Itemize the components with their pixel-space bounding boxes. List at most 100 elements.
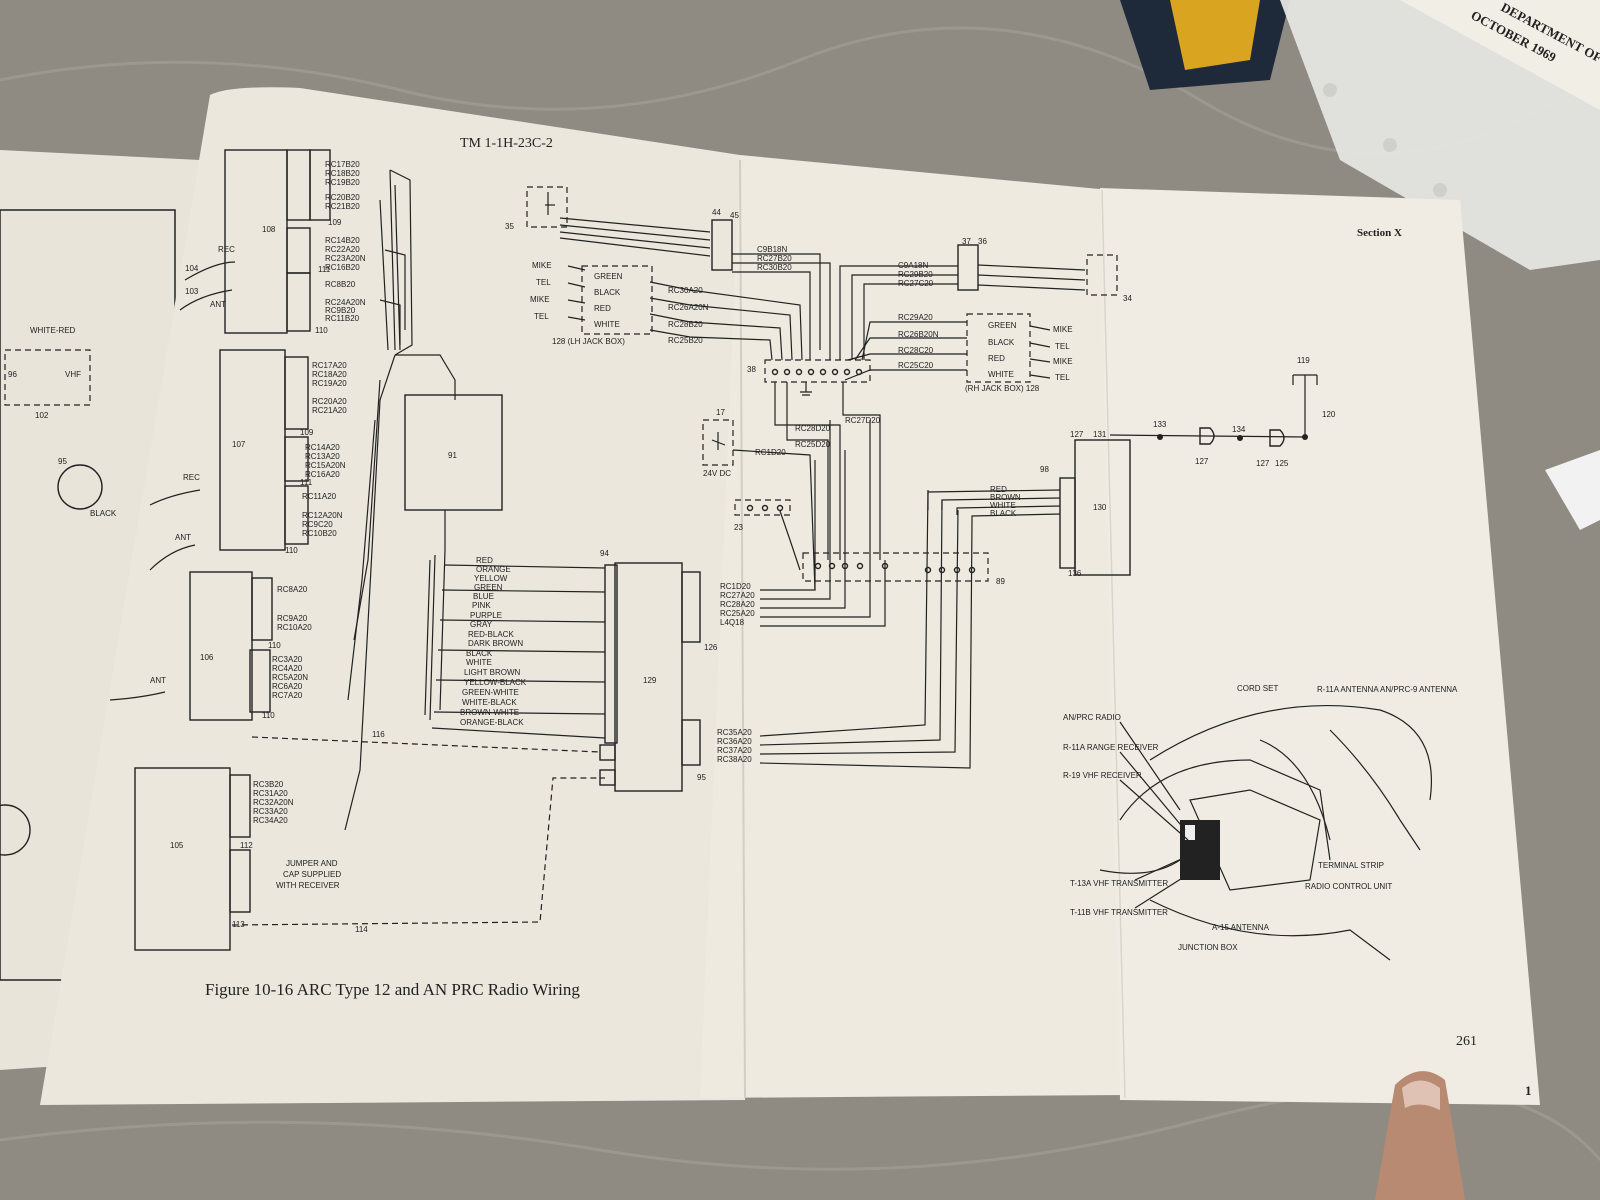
wire-color-11: BLACK	[466, 649, 493, 658]
unit-107-sub3: 110	[285, 546, 298, 555]
power-label: 24V DC	[703, 469, 731, 478]
unit-91: 91	[404, 394, 503, 550]
unit-105-w2: RC31A20	[253, 789, 288, 798]
ref-89: 89	[996, 577, 1005, 586]
unit-108-w3: RC19B20	[325, 178, 360, 187]
ref-34: 34	[1123, 294, 1132, 303]
inset-label-r11a-antenna: R-11A ANTENNA	[1317, 685, 1379, 694]
unit-107-b3: RC9C20	[302, 520, 333, 529]
inset-label-prc9-antenna: AN/PRC-9 ANTENNA	[1380, 685, 1458, 694]
wire-color-7: PURPLE	[470, 611, 502, 620]
unit-106-sub2: 110	[262, 711, 275, 720]
unit-105-sub2: 113	[232, 920, 245, 929]
rh-out-4: TEL	[1055, 373, 1070, 382]
inset-label-r19-receiver: R-19 VHF RECEIVER	[1063, 771, 1142, 780]
left-label-95: 95	[58, 457, 67, 466]
receiver-harness	[344, 169, 456, 831]
left-label-96: 96	[8, 370, 17, 379]
thumb	[1375, 1071, 1465, 1200]
inset-label-t13a: T-13A VHF TRANSMITTER	[1070, 879, 1168, 888]
inset-label-t11b: T-11B VHF TRANSMITTER	[1070, 908, 1168, 917]
unit-106-b4: RC6A20	[272, 682, 303, 691]
c130-color-2: BROWN	[990, 493, 1021, 502]
unit-129-ref: 129	[643, 676, 657, 685]
c130-color-1: RED	[990, 485, 1007, 494]
thumbnail	[1402, 1080, 1440, 1110]
unit-129-conn-left: 94	[600, 549, 609, 558]
ant-label-3: ANT	[150, 676, 166, 685]
rh-color-1: GREEN	[988, 321, 1017, 330]
rh-caption: (RH JACK BOX) 128	[965, 384, 1040, 393]
wire-color-9: RED-BLACK	[468, 630, 514, 639]
unit-105-w1: RC3B20	[253, 780, 284, 789]
wire-color-12: WHITE	[466, 658, 492, 667]
mid-w1: RC28D20	[795, 424, 831, 433]
document-header: TM 1-1H-23C-2	[460, 136, 553, 151]
rh-w2: RC26B20N	[898, 330, 939, 339]
ref-23: 23	[734, 523, 743, 532]
unit-108-b4: RC11B20	[325, 314, 360, 323]
wire-color-10: DARK BROWN	[468, 639, 523, 648]
ref-98: 98	[1040, 465, 1049, 474]
ref-45: 45	[730, 211, 739, 220]
unit-108-m3: RC23A20N	[325, 254, 366, 263]
lh-w3: RC28B20	[668, 320, 703, 329]
inset-label-junction: JUNCTION BOX	[1178, 943, 1238, 952]
ref-134: 134	[1232, 425, 1246, 434]
mid-w2: RC25D20	[795, 440, 831, 449]
inset-label-prc-radio: AN/PRC RADIO	[1063, 713, 1121, 722]
mid-wires: RC28D20 RC25D20 RC27D20	[774, 382, 881, 560]
jumper-note-3: WITH RECEIVER	[276, 881, 340, 890]
unit-91-ref: 91	[448, 451, 457, 460]
wire-color-18: ORANGE-BLACK	[460, 718, 524, 727]
unit-108-sub1: 109	[328, 218, 342, 227]
wire-color-15: GREEN-WHITE	[462, 688, 519, 697]
ref-38: 38	[747, 365, 756, 374]
unit-108-ref: 108	[262, 225, 276, 234]
unit-108-m1: RC14B20	[325, 236, 360, 245]
unit-129-bottom-wires: RC35A20 RC36A20 RC37A20 RC38A20	[717, 489, 973, 769]
unit-108-b2: RC24A20N	[325, 298, 366, 307]
unit-107-w4: RC20A20	[312, 397, 347, 406]
unit-105-sub1: 112	[240, 841, 253, 850]
jack-box-rh: RC29A20 RC26B20N RC28C20 RC25C20 GREEN B…	[844, 313, 1073, 393]
unit-107-sub2: 111	[300, 478, 313, 487]
terminal-strip-38: 38	[747, 359, 871, 396]
unit-107-m3: RC15A20N	[305, 461, 346, 470]
ref-37: 37	[962, 237, 971, 246]
ref-127a: 127	[1070, 430, 1084, 439]
ref-36: 36	[978, 237, 987, 246]
lh-in-2: TEL	[536, 278, 551, 287]
wire-color-6: PINK	[472, 601, 491, 610]
ref-119: 119	[1297, 356, 1310, 365]
unit-106-w3: RC10A20	[277, 623, 312, 632]
lh-color-1: GREEN	[594, 272, 623, 281]
c44-w1: C9B18N	[757, 245, 787, 254]
inset-label-terminal-strip: TERMINAL STRIP	[1318, 861, 1384, 870]
unit-107-b1: RC11A20	[302, 492, 337, 501]
ant-label-2: ANT	[175, 533, 191, 542]
wire-color-16: WHITE-BLACK	[462, 698, 517, 707]
unit-108-w5: RC21B20	[325, 202, 360, 211]
left-label-black: BLACK	[90, 509, 117, 518]
unit-129-conn-right: 126	[704, 643, 718, 652]
dashed-harness: 116 114	[231, 730, 605, 934]
unit-108-w4: RC20B20	[325, 193, 360, 202]
tape-measure	[1120, 0, 1290, 90]
left-label-white-red: WHITE-RED	[30, 326, 76, 335]
connector-37-36: 37 36 C9A18N RC29B20 RC27C20 34	[839, 237, 1132, 360]
ref-133: 133	[1153, 420, 1167, 429]
ref-35: 35	[505, 222, 514, 231]
unit-105: 105 112 113 RC3B20 RC31A20 RC32A20N RC33…	[134, 767, 294, 951]
ref-103: 103	[185, 287, 199, 296]
white-object	[1545, 450, 1600, 530]
left-label-102: 102	[35, 411, 49, 420]
section-label: Section X	[1357, 227, 1402, 239]
unit-129-conn-bot: 95	[697, 773, 706, 782]
c44-w2: RC27B20	[757, 254, 792, 263]
inset-label-r11a-receiver: R-11A RANGE RECEIVER	[1063, 743, 1159, 752]
unit-107-w2: RC18A20	[312, 370, 347, 379]
unit-106-ref: 106	[200, 653, 214, 662]
lh-in-4: TEL	[534, 312, 549, 321]
ref-114: 114	[355, 925, 368, 934]
